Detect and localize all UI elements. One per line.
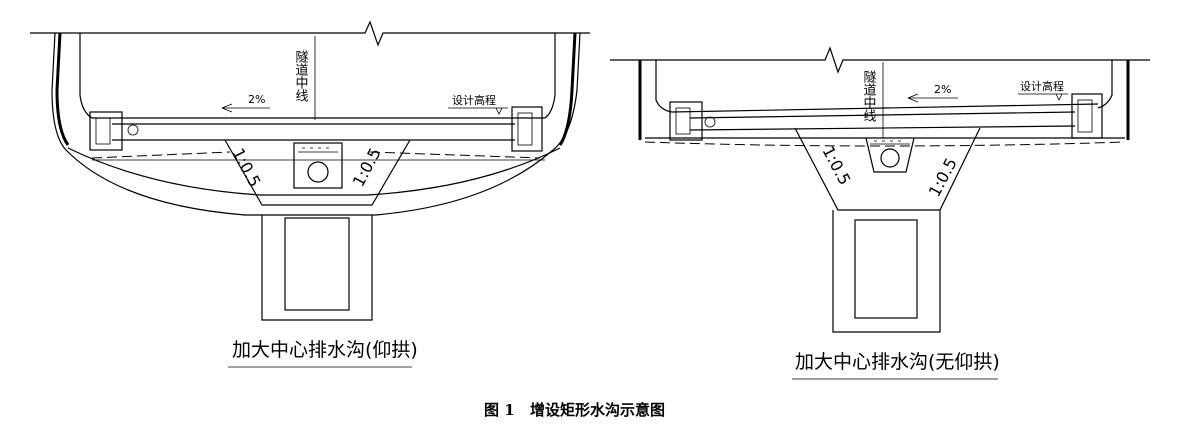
right-center-pipe [880,148,900,168]
right-center-ditch [865,137,915,173]
left-side-ditch-r [511,106,543,152]
right-side-ditch-r [1071,93,1103,139]
left-drain-pipe-l [127,124,139,136]
right-centerline-label: 隧道中线 [861,69,877,122]
left-fill-dashed [91,151,541,159]
figure-caption: 图 1 增设矩形水沟示意图 [484,401,665,419]
right-road-bottom [689,125,1076,131]
left-inner-lining-r [544,33,556,119]
left-elevation-label: 设计高程 [452,93,496,107]
left-inner-lining [79,33,93,119]
left-slope-arrow [221,103,270,113]
left-trench [224,139,411,206]
right-road-top [671,103,1099,113]
left-ground-line [30,20,590,47]
right-gravel [870,140,910,145]
left-drawing: 隧道中线 2% 设计高程 1:0.5 1:0.5 加大中心排水沟(仰拱) [30,20,590,368]
caption-figure-number: 图 1 [484,401,515,419]
right-slope-label: 2% [934,83,951,96]
right-trench [794,127,981,211]
right-side-ditch-r-inner [1077,99,1093,133]
right-box-outer [832,210,941,333]
left-outer-lining [51,32,581,216]
left-slope-ratio-r: 1:0.5 [349,145,385,190]
right-drain-pipe-l [704,116,716,128]
right-road-mid [689,111,1076,119]
left-slope-label: 2% [248,93,265,106]
left-gravel [298,147,338,153]
left-centerline-label: 隧道中线 [293,49,309,102]
right-ground-line [610,46,1150,74]
left-box-outer [261,215,373,321]
left-side-ditch-r-inner [517,112,533,146]
right-wall-r-inner [1097,60,1113,109]
left-box-inner [284,217,350,311]
left-side-ditch-l-inner [95,117,111,145]
left-lining-band-right [558,32,577,146]
caption-title: 增设矩形水沟示意图 [530,401,665,419]
left-lining-band-left [55,32,70,146]
left-slope-ratio-l: 1:0.5 [228,145,264,190]
right-elevation-marker [1018,93,1068,101]
left-subtitle: 加大中心排水沟(仰拱) [232,339,418,361]
right-slope-arrow [907,93,958,103]
right-drawing: 隧道中线 2% 设计高程 1:0.5 1:0.5 加大中心排水沟(无仰拱) [610,46,1150,380]
left-elevation-marker [448,107,508,115]
left-invert-curve [67,147,561,196]
right-side-ditch-l [669,101,703,141]
left-center-pipe [307,161,329,183]
right-side-ditch-l-inner [675,107,691,135]
right-elevation-label: 设计高程 [1020,79,1064,93]
right-base-dashed [644,141,1126,147]
right-box-inner [854,219,918,319]
right-subtitle: 加大中心排水沟(无仰拱) [795,351,1000,373]
left-side-ditch-l [89,111,123,151]
left-center-ditch [293,142,343,189]
right-slope-ratio-l: 1:0.5 [818,143,854,188]
